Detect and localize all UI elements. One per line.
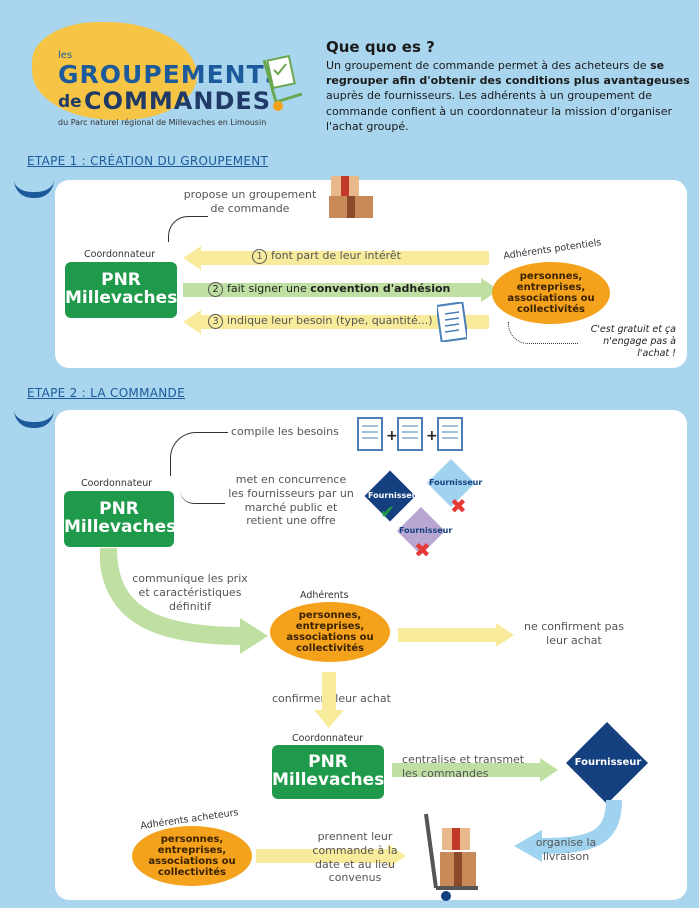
step2-adh-circle: personnes, entreprises, associations ou …: [270, 602, 390, 662]
intro-p1-bold: se regrouper afin d'obtenir des conditio…: [326, 59, 690, 88]
step2-coord2-name1: PNR: [308, 752, 348, 773]
step2-adh-ach-text: personnes, entreprises, associations ou …: [148, 834, 236, 878]
step2-title: ETAPE 2 : LA COMMANDE: [27, 386, 185, 400]
lists-icon: + +: [356, 416, 466, 452]
step1-adh-circle: personnes, entreprises, associations ou …: [492, 262, 610, 324]
step2-adh-ach-circle: personnes, entreprises, associations ou …: [132, 826, 252, 886]
mise-connector: [180, 490, 225, 504]
step2-coord-name1: PNR: [99, 499, 139, 520]
step2-organise-text: organise la livraison: [535, 836, 597, 863]
logo-title-commandes: COMMANDES: [84, 87, 272, 115]
step2-communique-text: communique les prix et caractéristiques …: [132, 572, 248, 613]
step2-coord-label: Coordonnateur: [81, 478, 153, 489]
step2-arrow-prennent: [256, 844, 406, 868]
package-icon: [325, 172, 377, 220]
step1-num1: 1: [252, 249, 267, 264]
svg-text:+: +: [426, 428, 438, 444]
step2-coord2-name2: Millevaches: [272, 770, 385, 790]
intro-p2: auprès de fournisseurs. Les adhérents à …: [326, 89, 672, 133]
logo-les: les: [58, 50, 73, 61]
fournisseur-big-label: Fournisseur: [574, 757, 642, 768]
logo-title-de: de: [58, 92, 82, 112]
step1-arrow2: [183, 278, 499, 302]
compile-connector: [170, 432, 228, 476]
fournisseur-label-2: Fournisseur: [429, 478, 483, 487]
step1-note: C'est gratuit et ça n'engage pas à l'ach…: [590, 324, 676, 359]
step1-coord-name2: Millevaches: [65, 288, 178, 308]
logo-title-groupements: GROUPEMENTS: [58, 60, 284, 89]
fournisseur-label-3: Fournisseur: [399, 526, 453, 535]
cross-icon-2: ✖: [414, 538, 431, 562]
step1-num3: 3: [208, 314, 223, 329]
step1-a1-text: font part de leur intérêt: [271, 249, 401, 262]
delivery-truck-icon: [420, 812, 484, 902]
logo-subtitle: du Parc naturel régional de Millevaches …: [58, 118, 267, 127]
step1-arrow3: [183, 310, 489, 334]
propose-connector: [168, 216, 208, 242]
step2-coord2-label: Coordonnateur: [292, 733, 364, 744]
step2-arrow-livraison: [510, 799, 640, 864]
step2-centralise-text: centralise et transmet les commandes: [402, 753, 525, 780]
step1-a3-text: indique leur besoin (type, quantité...): [227, 314, 433, 327]
step1-a2-text: fait signer une: [227, 282, 307, 295]
intro-heading: Que quo es ?: [326, 38, 435, 56]
checklist-icon: [435, 301, 469, 343]
step1-arrow2-label: 2 fait signer une convention d'adhésion: [208, 282, 450, 297]
step2-compile-text: compile les besoins: [231, 425, 339, 438]
step1-note-connector: [508, 322, 578, 344]
step2-prennent-text: prennent leur commande à la date et au l…: [312, 830, 398, 885]
step2-curve-arrow: [99, 547, 270, 658]
step2-arrow-centralise: [392, 758, 558, 782]
step2-mise-text: met en concurrence les fournisseurs par …: [228, 473, 354, 528]
cross-icon-1: ✖: [450, 494, 467, 518]
step2-arrow-ne-confirment: [398, 623, 514, 647]
intro-text: Un groupement de commande permet à des a…: [326, 58, 691, 134]
step2-arrow-down: [314, 672, 344, 728]
step2-coord-name2: Millevaches: [64, 517, 177, 537]
intro-p1: Un groupement de commande permet à des a…: [326, 59, 647, 72]
step1-swoosh: [14, 180, 54, 198]
step1-title: ETAPE 1 : CRÉATION DU GROUPEMENT: [27, 154, 269, 168]
step2-coord-box: PNR Millevaches: [64, 491, 177, 547]
step1-propose-text: propose un groupement de commande: [183, 188, 317, 215]
step2-adh-label: Adhérents: [300, 590, 349, 601]
step2-ne-confirment-text: ne confirment pas leur achat: [524, 620, 624, 647]
step1-arrow3-label: 3 indique leur besoin (type, quantité...): [208, 314, 433, 329]
step1-arrow1-label: 1 font part de leur intérêt: [252, 249, 401, 264]
check-icon: ✔: [380, 502, 396, 523]
step2-coord2-box: PNR Millevaches: [272, 745, 384, 799]
step2-adh-text: personnes, entreprises, associations ou …: [286, 610, 374, 654]
fournisseur-label-1: Fournisseur: [368, 491, 422, 500]
step1-num2: 2: [208, 282, 223, 297]
step1-coord-label: Coordonnateur: [84, 249, 156, 260]
step2-swoosh: [14, 410, 54, 428]
step1-a2-bold: convention d'adhésion: [310, 282, 451, 295]
step1-coord-name1: PNR: [101, 270, 141, 291]
step1-coord-box: PNR Millevaches: [65, 262, 177, 318]
svg-text:+: +: [386, 428, 398, 444]
step1-adh-text: personnes, entreprises, associations ou …: [507, 271, 595, 315]
hand-truck-icon: [258, 52, 306, 114]
logo-map-shape: [32, 22, 197, 120]
